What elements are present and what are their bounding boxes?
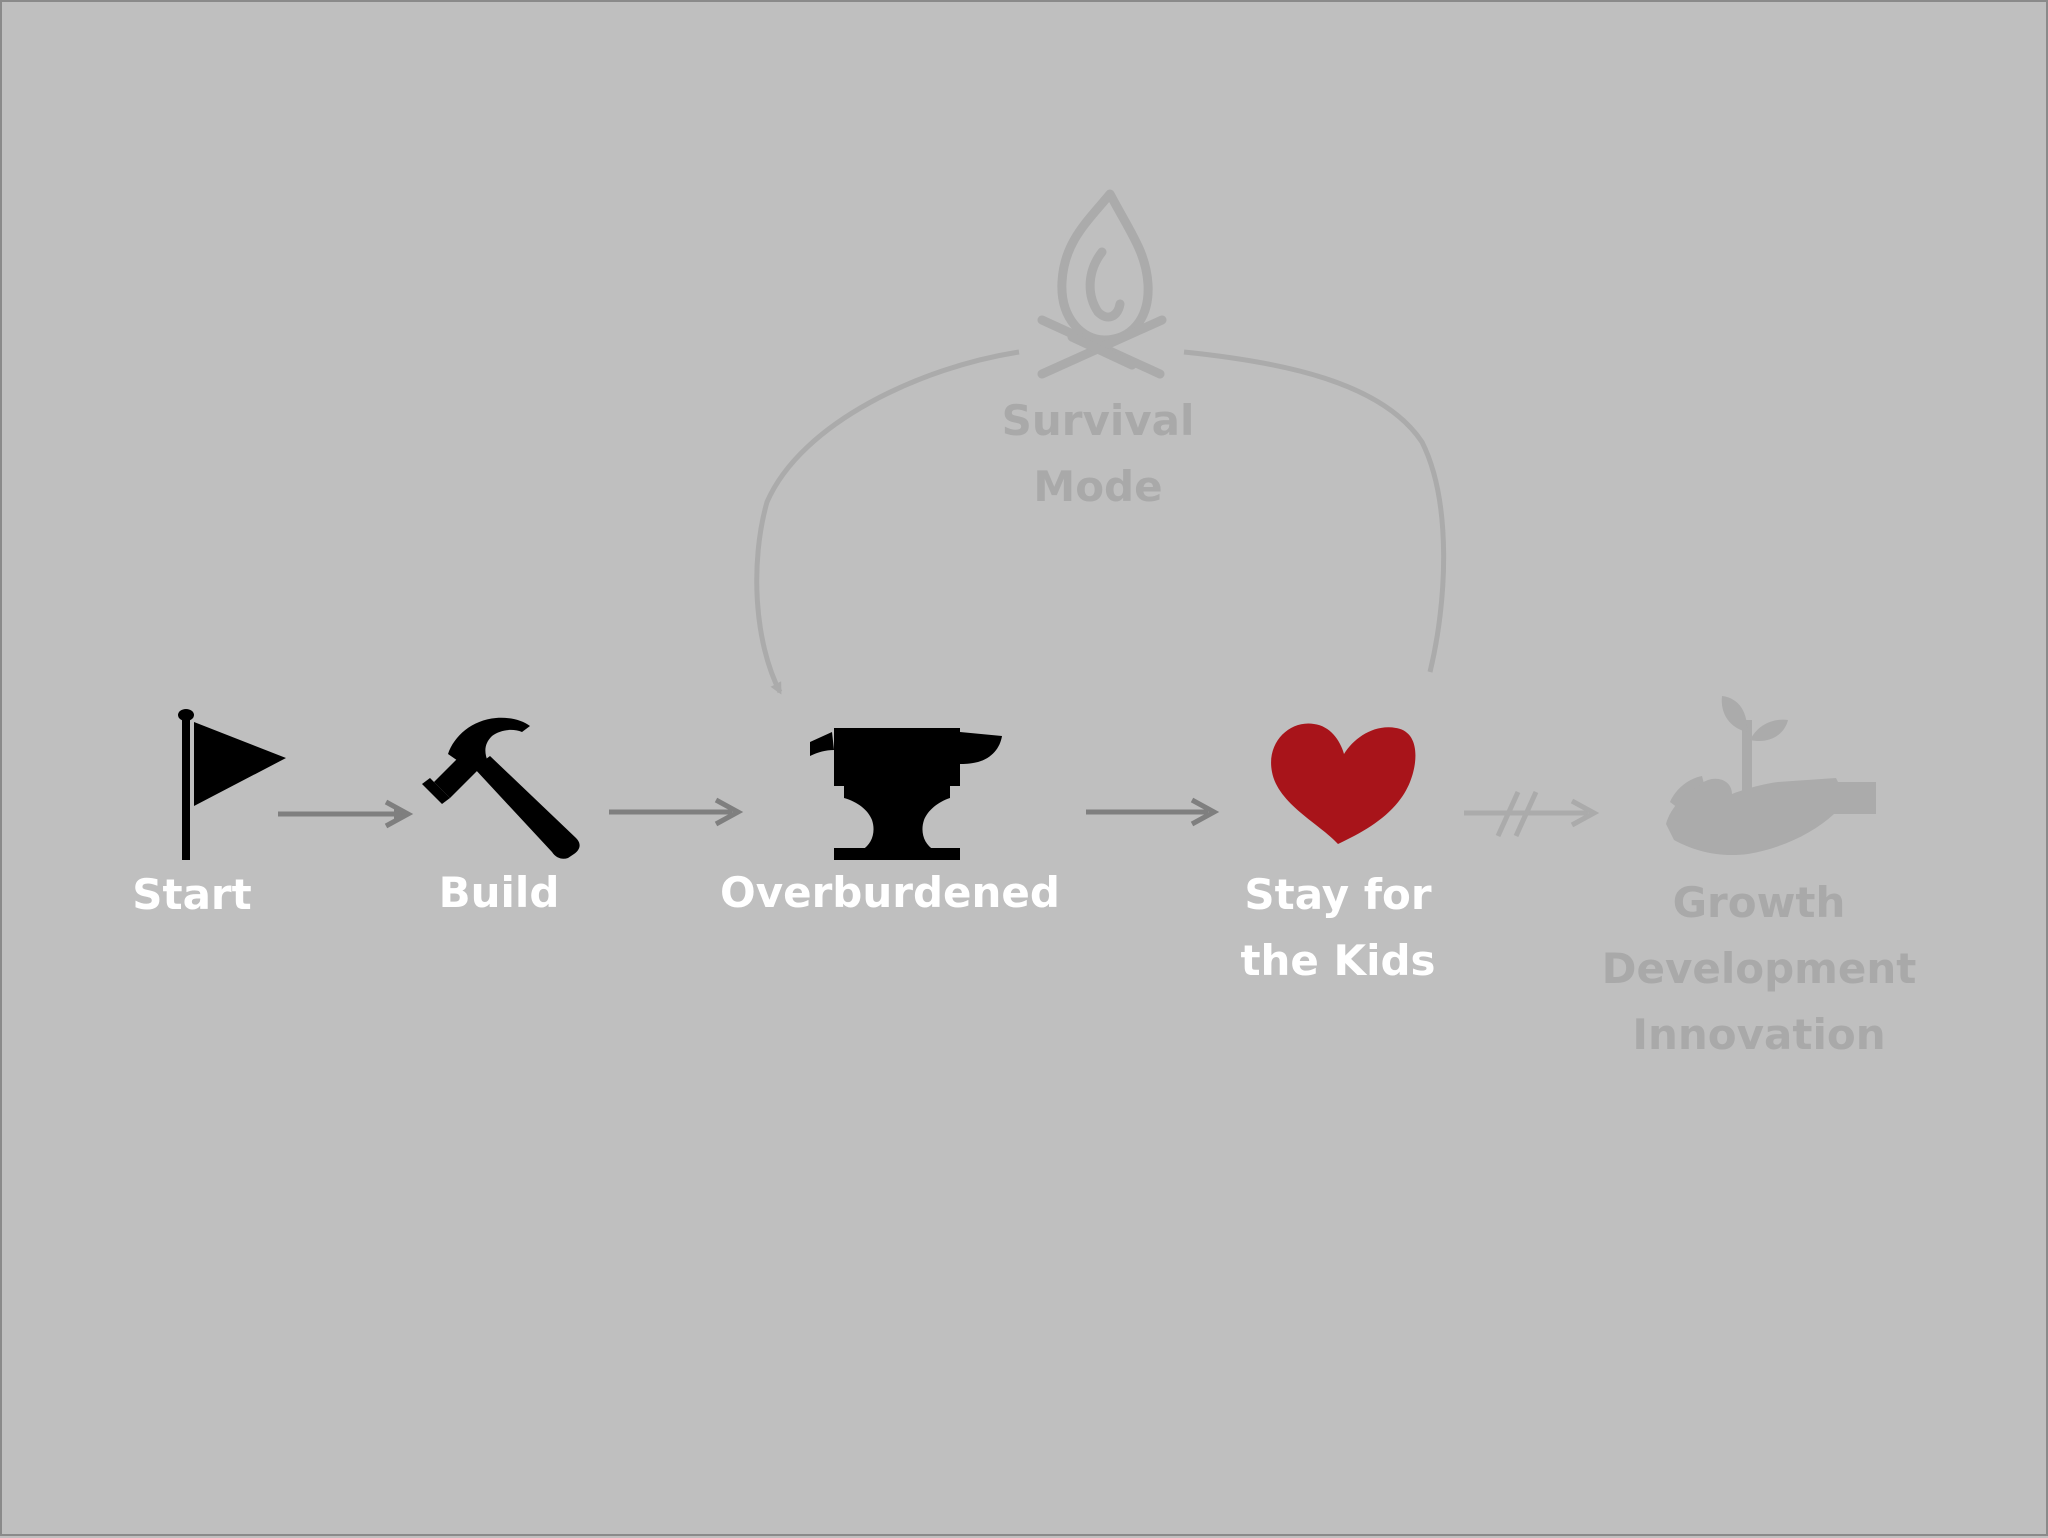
node-label-survival-line-2: Mode bbox=[1033, 462, 1163, 511]
plant-in-hand-icon bbox=[1666, 696, 1876, 856]
arrowhead-build-overburdened bbox=[714, 797, 744, 827]
blocked-arrow-stay-growth bbox=[1464, 790, 1600, 838]
flag-icon bbox=[178, 709, 286, 860]
hammer-icon bbox=[422, 717, 580, 859]
node-label-overburdened: Overburdened bbox=[720, 868, 1060, 917]
node-label-stay-line-2: the Kids bbox=[1240, 936, 1436, 985]
node-label-growth-line-3: Innovation bbox=[1632, 1010, 1886, 1059]
loop-stay-to-survival bbox=[1183, 349, 1447, 673]
node-label-stay-line-1: Stay for bbox=[1244, 870, 1432, 919]
campfire-icon bbox=[1037, 189, 1167, 379]
anvil-icon bbox=[810, 728, 1002, 860]
loop-survival-to-overburdened bbox=[754, 349, 1020, 695]
node-label-growth-line-2: Development bbox=[1601, 944, 1917, 993]
node-label-stay: Stay for the Kids bbox=[1240, 862, 1435, 994]
node-label-build: Build bbox=[438, 868, 560, 917]
arrowhead-overburdened-stay bbox=[1190, 797, 1220, 827]
node-label-growth-line-1: Growth bbox=[1672, 878, 1846, 927]
node-label-survival-line-1: Survival bbox=[1001, 396, 1195, 445]
node-label-survival: Survival Mode bbox=[1002, 388, 1195, 520]
node-label-start: Start bbox=[132, 870, 252, 919]
node-label-growth: Growth Development Innovation bbox=[1602, 870, 1917, 1068]
arrowhead-start-build bbox=[384, 799, 414, 829]
heart-icon bbox=[1271, 723, 1416, 844]
